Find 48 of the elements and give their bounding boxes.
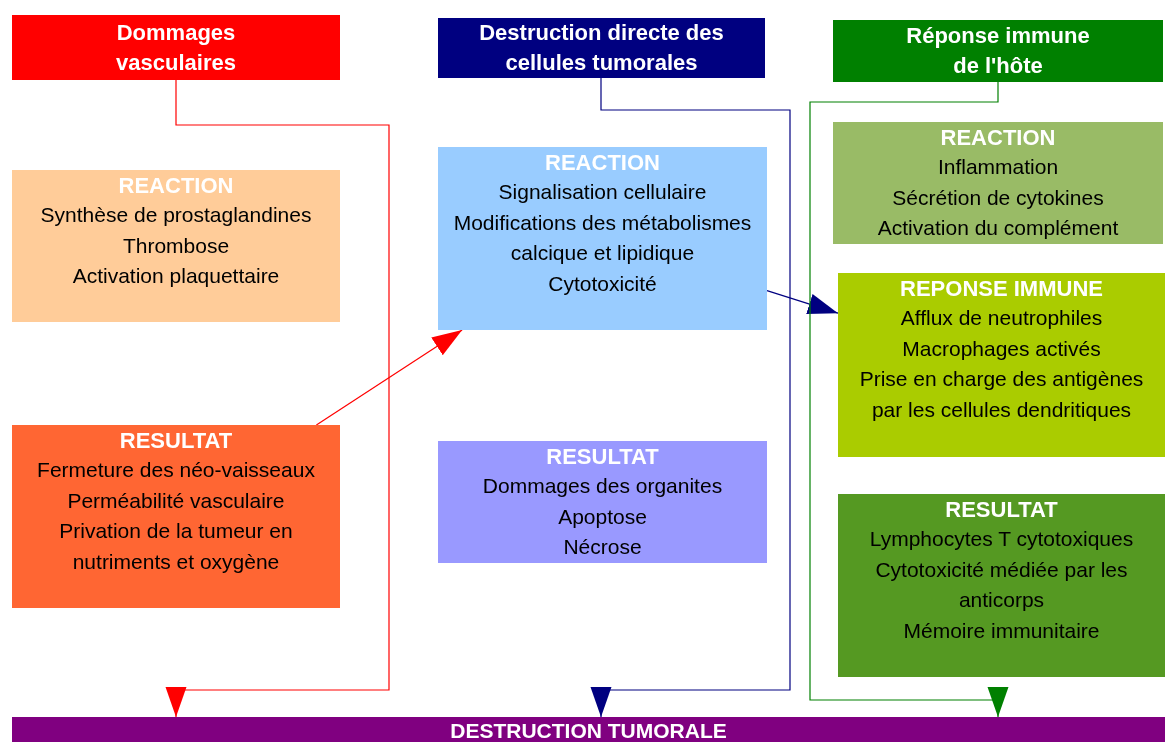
heading: Réponse immune de l'hôte	[905, 22, 1091, 80]
heading: Dommages vasculaires	[115, 18, 237, 77]
immune-response-box	[838, 273, 1165, 457]
column-header	[833, 20, 1163, 82]
list-item: Inflammation	[937, 154, 1059, 180]
column-header	[438, 18, 765, 78]
list-item: Lymphocytes T cytotoxiques	[869, 526, 1134, 552]
arrow	[809, 81, 1009, 718]
list-item: Apoptose	[558, 503, 647, 530]
heading: DESTRUCTION TUMORALE	[450, 718, 727, 742]
box-heading: RESULTAT	[546, 443, 659, 471]
list-item: Cytotoxicité	[548, 270, 657, 297]
list-item: Cytotoxicité médiée par les anticorps	[874, 556, 1129, 613]
reaction-box	[12, 170, 340, 322]
box-heading: REACTION	[940, 124, 1056, 152]
heading: Destruction directe des cellules tumorales	[478, 19, 725, 77]
list-item: Privation de la tumeur en nutriments et oxygène	[58, 518, 294, 575]
result-box	[438, 441, 767, 563]
list-item: Signalisation cellulaire	[498, 179, 707, 205]
box-heading: REPONSE IMMUNE	[900, 275, 1103, 303]
list-item: Mémoire immunitaire	[903, 617, 1100, 644]
list-item: Activation du complément	[877, 215, 1119, 241]
list-item: Activation plaquettaire	[72, 263, 280, 289]
result-box	[12, 425, 340, 608]
list-item: Afflux de neutrophiles	[900, 305, 1103, 331]
list-item: Fermeture des néo-vaisseaux	[37, 457, 315, 483]
arrow	[590, 77, 791, 718]
column-header	[12, 15, 340, 80]
list-item: Thrombose	[122, 232, 230, 259]
list-item: Prise en charge des antigènes par les cellules dendritiques	[858, 366, 1145, 423]
list-item: Sécrétion de cytokines	[892, 184, 1104, 211]
box-heading: REACTION	[545, 149, 660, 177]
list-item: Perméabilité vasculaire	[67, 487, 285, 514]
box-heading: RESULTAT	[119, 427, 233, 455]
box-heading: RESULTAT	[945, 496, 1058, 524]
arrow	[766, 290, 839, 315]
list-item: Dommages des organites	[482, 473, 723, 499]
box-heading: REACTION	[118, 172, 234, 200]
outcome-bar	[12, 717, 1165, 742]
reaction-box	[438, 147, 767, 330]
result-box	[838, 494, 1165, 677]
arrow	[315, 329, 463, 426]
list-item: Synthèse de prostaglandines	[40, 202, 312, 228]
reaction-box	[833, 122, 1163, 244]
arrow	[165, 79, 390, 718]
list-item: Modifications des métabolismes calcique et lipidique	[452, 209, 753, 266]
list-item: Macrophages activés	[902, 335, 1101, 362]
list-item: Nécrose	[563, 534, 642, 560]
